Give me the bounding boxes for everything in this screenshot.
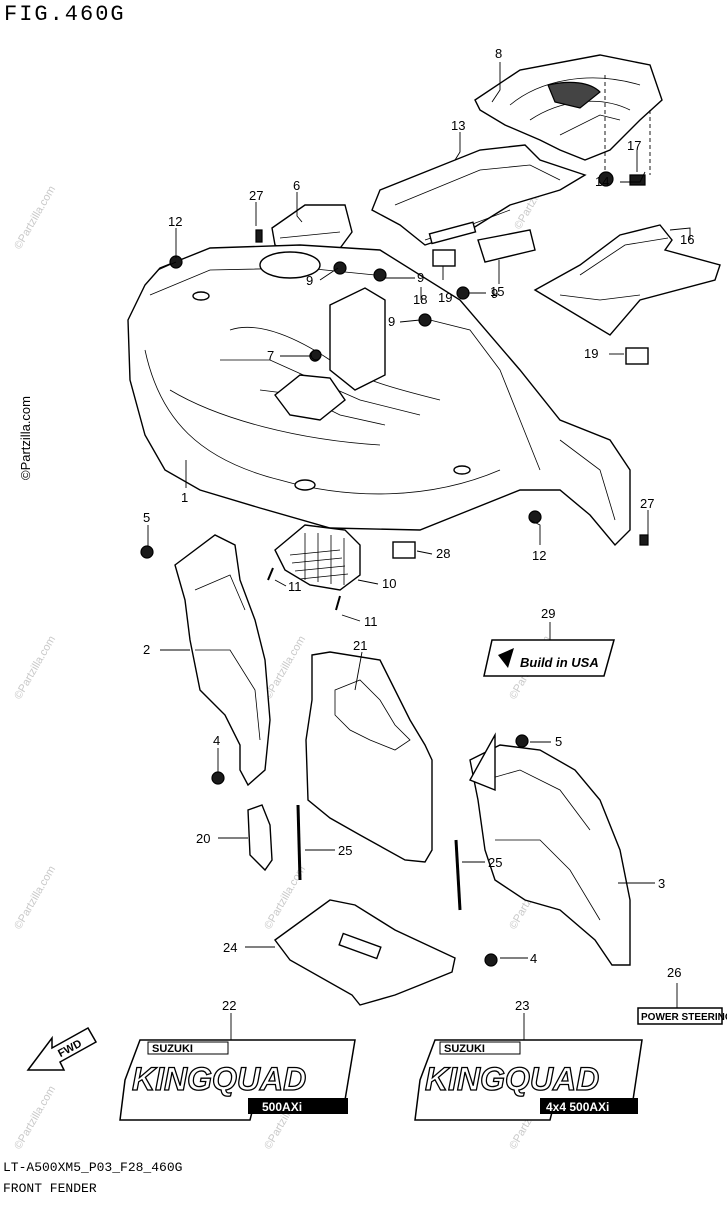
callout-26: 26 <box>667 965 681 980</box>
callout-21: 21 <box>353 638 367 653</box>
callout-22: 22 <box>222 998 236 1013</box>
watermark: ©Partzilla.com <box>12 864 58 932</box>
figure-code: LT-A500XM5_P03_F28_460G <box>3 1160 183 1175</box>
callout-20: 20 <box>196 831 210 846</box>
callout-4: 4 <box>213 733 220 748</box>
callout-17: 17 <box>627 138 641 153</box>
part-3-right-guard <box>469 732 631 966</box>
decal-26-text: POWER STEERING <box>641 1012 727 1023</box>
callout-2: 2 <box>143 642 150 657</box>
part-19-pad <box>432 249 456 267</box>
decal-22-kingquad: SUZUKI KINGQUAD 500AXi <box>119 1039 356 1121</box>
watermark: ©Partzilla.com <box>262 634 308 702</box>
callout-9: 9 <box>306 273 313 288</box>
callout-9: 9 <box>417 270 424 285</box>
part-10-grille <box>274 524 361 591</box>
part-19-pad <box>625 347 649 365</box>
watermark: ©Partzilla.com <box>12 1084 58 1152</box>
callout-8: 8 <box>495 46 502 61</box>
fwd-arrow: FWD <box>26 1026 98 1071</box>
part-20-bracket <box>247 804 273 872</box>
decal-23-brand: SUZUKI <box>444 1043 485 1055</box>
callout-18: 18 <box>413 292 427 307</box>
part-16-guard <box>533 224 721 336</box>
decal-29-build-in-usa: Build in USA <box>483 639 615 677</box>
part-13-bracket <box>371 144 587 246</box>
callouts: 8 13 6 27 12 17 14 16 9 9 18 19 9 9 15 1… <box>143 46 694 1013</box>
decal-23-kingquad: SUZUKI KINGQUAD 4x4 500AXi <box>414 1039 643 1121</box>
callout-16: 16 <box>680 232 694 247</box>
leader-lines <box>147 62 691 1040</box>
callout-12: 12 <box>532 548 546 563</box>
part-8-cover <box>474 54 663 161</box>
callout-25: 25 <box>338 843 352 858</box>
callout-3: 3 <box>658 876 665 891</box>
decal-29-text: Build in USA <box>520 655 599 670</box>
part-21-panel <box>305 651 433 863</box>
callout-19: 19 <box>438 290 452 305</box>
decal-23-sub: 4x4 500AXi <box>546 1100 609 1114</box>
part-25-tie <box>454 839 462 911</box>
figure-name: FRONT FENDER <box>3 1181 97 1196</box>
callout-12: 12 <box>168 214 182 229</box>
part-6-edge <box>279 231 341 239</box>
callout-4: 4 <box>530 951 537 966</box>
part-24-plate <box>274 899 456 1006</box>
part-28-pad <box>392 541 416 559</box>
callout-15: 15 <box>490 284 504 299</box>
callout-27: 27 <box>249 188 263 203</box>
figure-title: FIG.460G <box>4 2 126 27</box>
callout-11: 11 <box>288 579 302 594</box>
decal-22-model: KINGQUAD <box>132 1061 306 1097</box>
decal-23-model: KINGQUAD <box>425 1061 599 1097</box>
callout-14: 14 <box>595 174 609 189</box>
fasteners <box>140 171 649 967</box>
part-2-left-guard <box>174 534 271 787</box>
callout-9: 9 <box>388 314 395 329</box>
callout-9: 9 <box>491 286 498 301</box>
callout-1: 1 <box>181 490 188 505</box>
watermark: ©Partzilla.com <box>12 184 58 252</box>
part-15-pad <box>477 229 536 263</box>
callout-6: 6 <box>293 178 300 193</box>
part-25-tie <box>296 804 302 881</box>
callout-23: 23 <box>515 998 529 1013</box>
callout-25: 25 <box>488 855 502 870</box>
decal-26-power-steering: POWER STEERING <box>637 1007 727 1025</box>
decal-22-brand: SUZUKI <box>152 1043 193 1055</box>
callout-24: 24 <box>223 940 237 955</box>
callout-27: 27 <box>640 496 654 511</box>
watermark-vertical: ©Partzilla.com <box>18 396 33 480</box>
callout-29: 29 <box>541 606 555 621</box>
part-1-front-fender <box>127 244 631 547</box>
callout-19: 19 <box>584 346 598 361</box>
callout-28: 28 <box>436 546 450 561</box>
callout-13: 13 <box>451 118 465 133</box>
watermark: ©Partzilla.com <box>12 634 58 702</box>
callout-10: 10 <box>382 576 396 591</box>
callout-5: 5 <box>555 734 562 749</box>
decal-22-sub: 500AXi <box>262 1100 302 1114</box>
callout-11: 11 <box>364 614 378 629</box>
callout-5: 5 <box>143 510 150 525</box>
callout-7: 7 <box>267 348 274 363</box>
